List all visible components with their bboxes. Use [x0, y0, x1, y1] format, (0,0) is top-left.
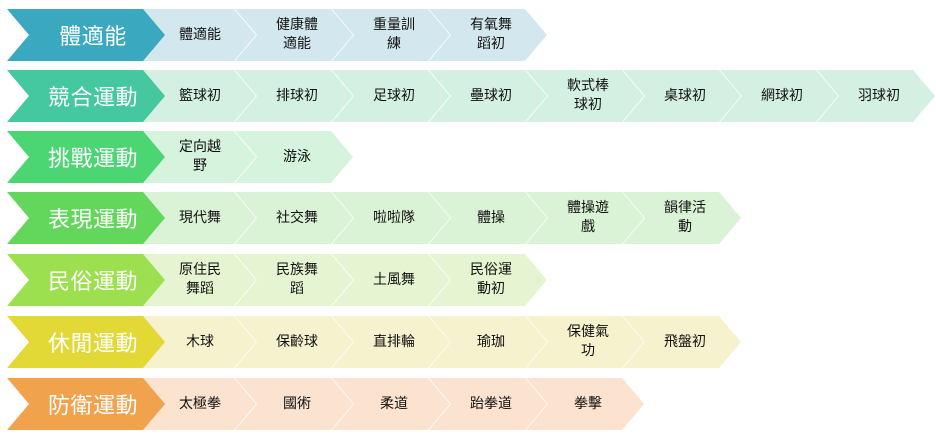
activity-label: 網球初	[761, 87, 803, 104]
activity-label: 現代舞	[179, 209, 221, 226]
category-title: 表現運動	[47, 208, 138, 233]
activity-chevron: 民族舞蹈	[235, 254, 353, 306]
category-title: 休閒運動	[47, 332, 138, 357]
activity-label: 重量訓練	[373, 17, 415, 52]
activity-label: 民俗運動初	[470, 262, 512, 297]
activity-chevron: 壘球初	[429, 70, 547, 122]
activity-label: 體操	[477, 209, 505, 226]
activity-label: 保齡球	[276, 333, 318, 350]
category-title: 民俗運動	[47, 270, 138, 295]
activity-label: 體適能	[179, 26, 221, 43]
activity-label: 保健氣功	[567, 324, 609, 359]
category-row-defense: 太極拳 國術 柔道 跆拳道 拳擊 防衛運動	[0, 378, 936, 430]
category-head-chevron: 表現運動	[7, 192, 165, 244]
activity-label: 拳擊	[574, 395, 602, 412]
activity-label: 定向越野	[179, 139, 221, 174]
activity-label: 飛盤初	[664, 333, 706, 350]
activity-label: 韻律活動	[664, 200, 706, 235]
activity-label: 有氧舞蹈初	[470, 17, 512, 52]
category-head-chevron: 體適能	[7, 9, 165, 61]
category-row-competition: 籃球初 排球初 足球初 壘球初 軟式棒球初 桌球初 網球初 羽球初 競合運動	[0, 70, 936, 122]
activity-label: 木球	[186, 333, 214, 350]
activity-label: 健康體適能	[276, 17, 318, 52]
activity-label: 民族舞蹈	[276, 262, 318, 297]
activity-label: 跆拳道	[470, 395, 512, 412]
category-row-fitness: 體適能 健康體適能 重量訓練 有氧舞蹈初 體適能	[0, 9, 936, 61]
category-title: 挑戰運動	[47, 147, 138, 172]
category-title: 競合運動	[47, 86, 138, 111]
activity-chevron: 軟式棒球初	[526, 70, 644, 122]
activity-chevron: 游泳	[235, 131, 353, 183]
activity-label: 太極拳	[179, 395, 221, 412]
activity-label: 土風舞	[373, 271, 415, 288]
activity-label: 游泳	[283, 148, 311, 165]
category-row-folk: 原住民舞蹈 民族舞蹈 土風舞 民俗運動初 民俗運動	[0, 254, 936, 306]
activity-label: 桌球初	[664, 87, 706, 104]
activity-label: 原住民舞蹈	[179, 262, 221, 297]
activity-label: 籃球初	[179, 87, 221, 104]
category-head-chevron: 競合運動	[7, 70, 165, 122]
activity-label: 排球初	[276, 87, 318, 104]
activity-label: 足球初	[373, 87, 415, 104]
activity-label: 壘球初	[470, 87, 512, 104]
activity-label: 社交舞	[276, 209, 318, 226]
category-head-chevron: 挑戰運動	[7, 131, 165, 183]
activity-label: 瑜珈	[477, 333, 505, 350]
activity-chevron: 桌球初	[623, 70, 741, 122]
activity-label: 體操遊戲	[567, 200, 609, 235]
category-title: 體適能	[59, 25, 127, 50]
activity-label: 啦啦隊	[373, 209, 415, 226]
category-row-challenge: 定向越野 游泳 挑戰運動	[0, 131, 936, 183]
activity-label: 直排輪	[373, 333, 415, 350]
category-row-performance: 現代舞 社交舞 啦啦隊 體操 體操遊戲 韻律活動 表現運動	[0, 192, 936, 244]
activity-label: 軟式棒球初	[567, 78, 609, 113]
category-row-leisure: 木球 保齡球 直排輪 瑜珈 保健氣功 飛盤初 休閒運動	[0, 316, 936, 368]
activity-label: 國術	[283, 395, 311, 412]
category-title: 防衛運動	[47, 394, 138, 419]
activity-label: 羽球初	[858, 87, 900, 104]
category-head-chevron: 防衛運動	[7, 378, 165, 430]
category-head-chevron: 休閒運動	[7, 316, 165, 368]
category-head-chevron: 民俗運動	[7, 254, 165, 306]
activity-label: 柔道	[380, 395, 408, 412]
